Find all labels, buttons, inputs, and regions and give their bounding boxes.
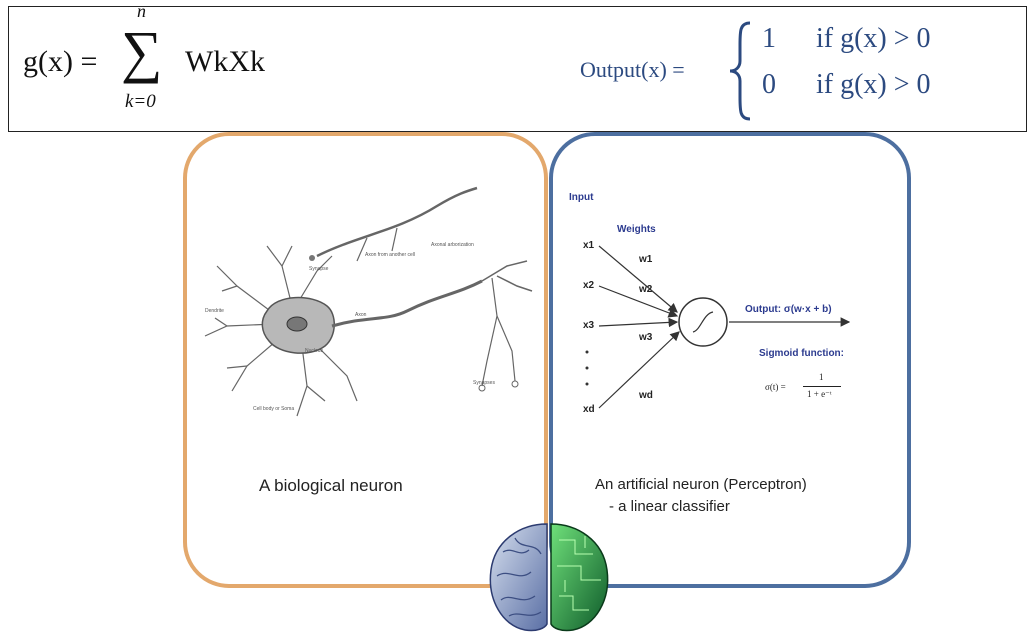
sum-equation-box: g(x) = n ∑ k=0 WkXk [8,6,508,132]
label-axon: Axon [355,312,366,318]
output-equation-box: Output(x) = 1 if g(x) > 0 0 if g(x) > 0 [506,6,1027,132]
art-caption-line2: - a linear classifier [609,498,730,515]
label-synapses: Synapses [473,380,495,386]
left-brace [726,21,756,121]
bio-caption: A biological neuron [259,476,403,496]
case2-condition: if g(x) > 0 [816,69,931,101]
case1-value: 1 [762,23,776,55]
nucleus-shape [287,317,307,331]
sigmoid-denominator: 1 + e⁻ᵗ [807,389,832,400]
sum-symbol: ∑ [121,19,162,85]
label-cell-body: Cell body or Soma [253,406,294,412]
sigmoid-formula-lhs: σ(t) = [765,382,786,392]
output-lhs: Output(x) = [580,57,685,83]
case2-value: 0 [762,69,776,101]
label-nucleus: Nucleus [305,348,323,354]
art-caption-line1: An artificial neuron (Perceptron) [595,476,807,493]
sigmoid-label: Sigmoid function: [759,348,844,359]
g-lhs: g(x) = [23,45,97,79]
perceptron-diagram [553,136,907,584]
label-synapse: Synapse [309,266,328,272]
sigmoid-numerator: 1 [819,372,824,382]
neuron-node [679,298,727,346]
brain-icon [485,520,615,634]
label-axonal-arborization: Axonal arborization [431,242,474,248]
label-axon-from: Axon from another cell [365,252,415,258]
case1-condition: if g(x) > 0 [816,23,931,55]
label-dendrite: Dendrite [205,308,224,314]
sum-lower-limit: k=0 [125,91,156,113]
g-body: WkXk [185,45,265,79]
biological-neuron-illustration [197,186,537,466]
sigmoid-fraction-bar [803,386,841,387]
output-label: Output: σ(w·x + b) [745,304,832,315]
